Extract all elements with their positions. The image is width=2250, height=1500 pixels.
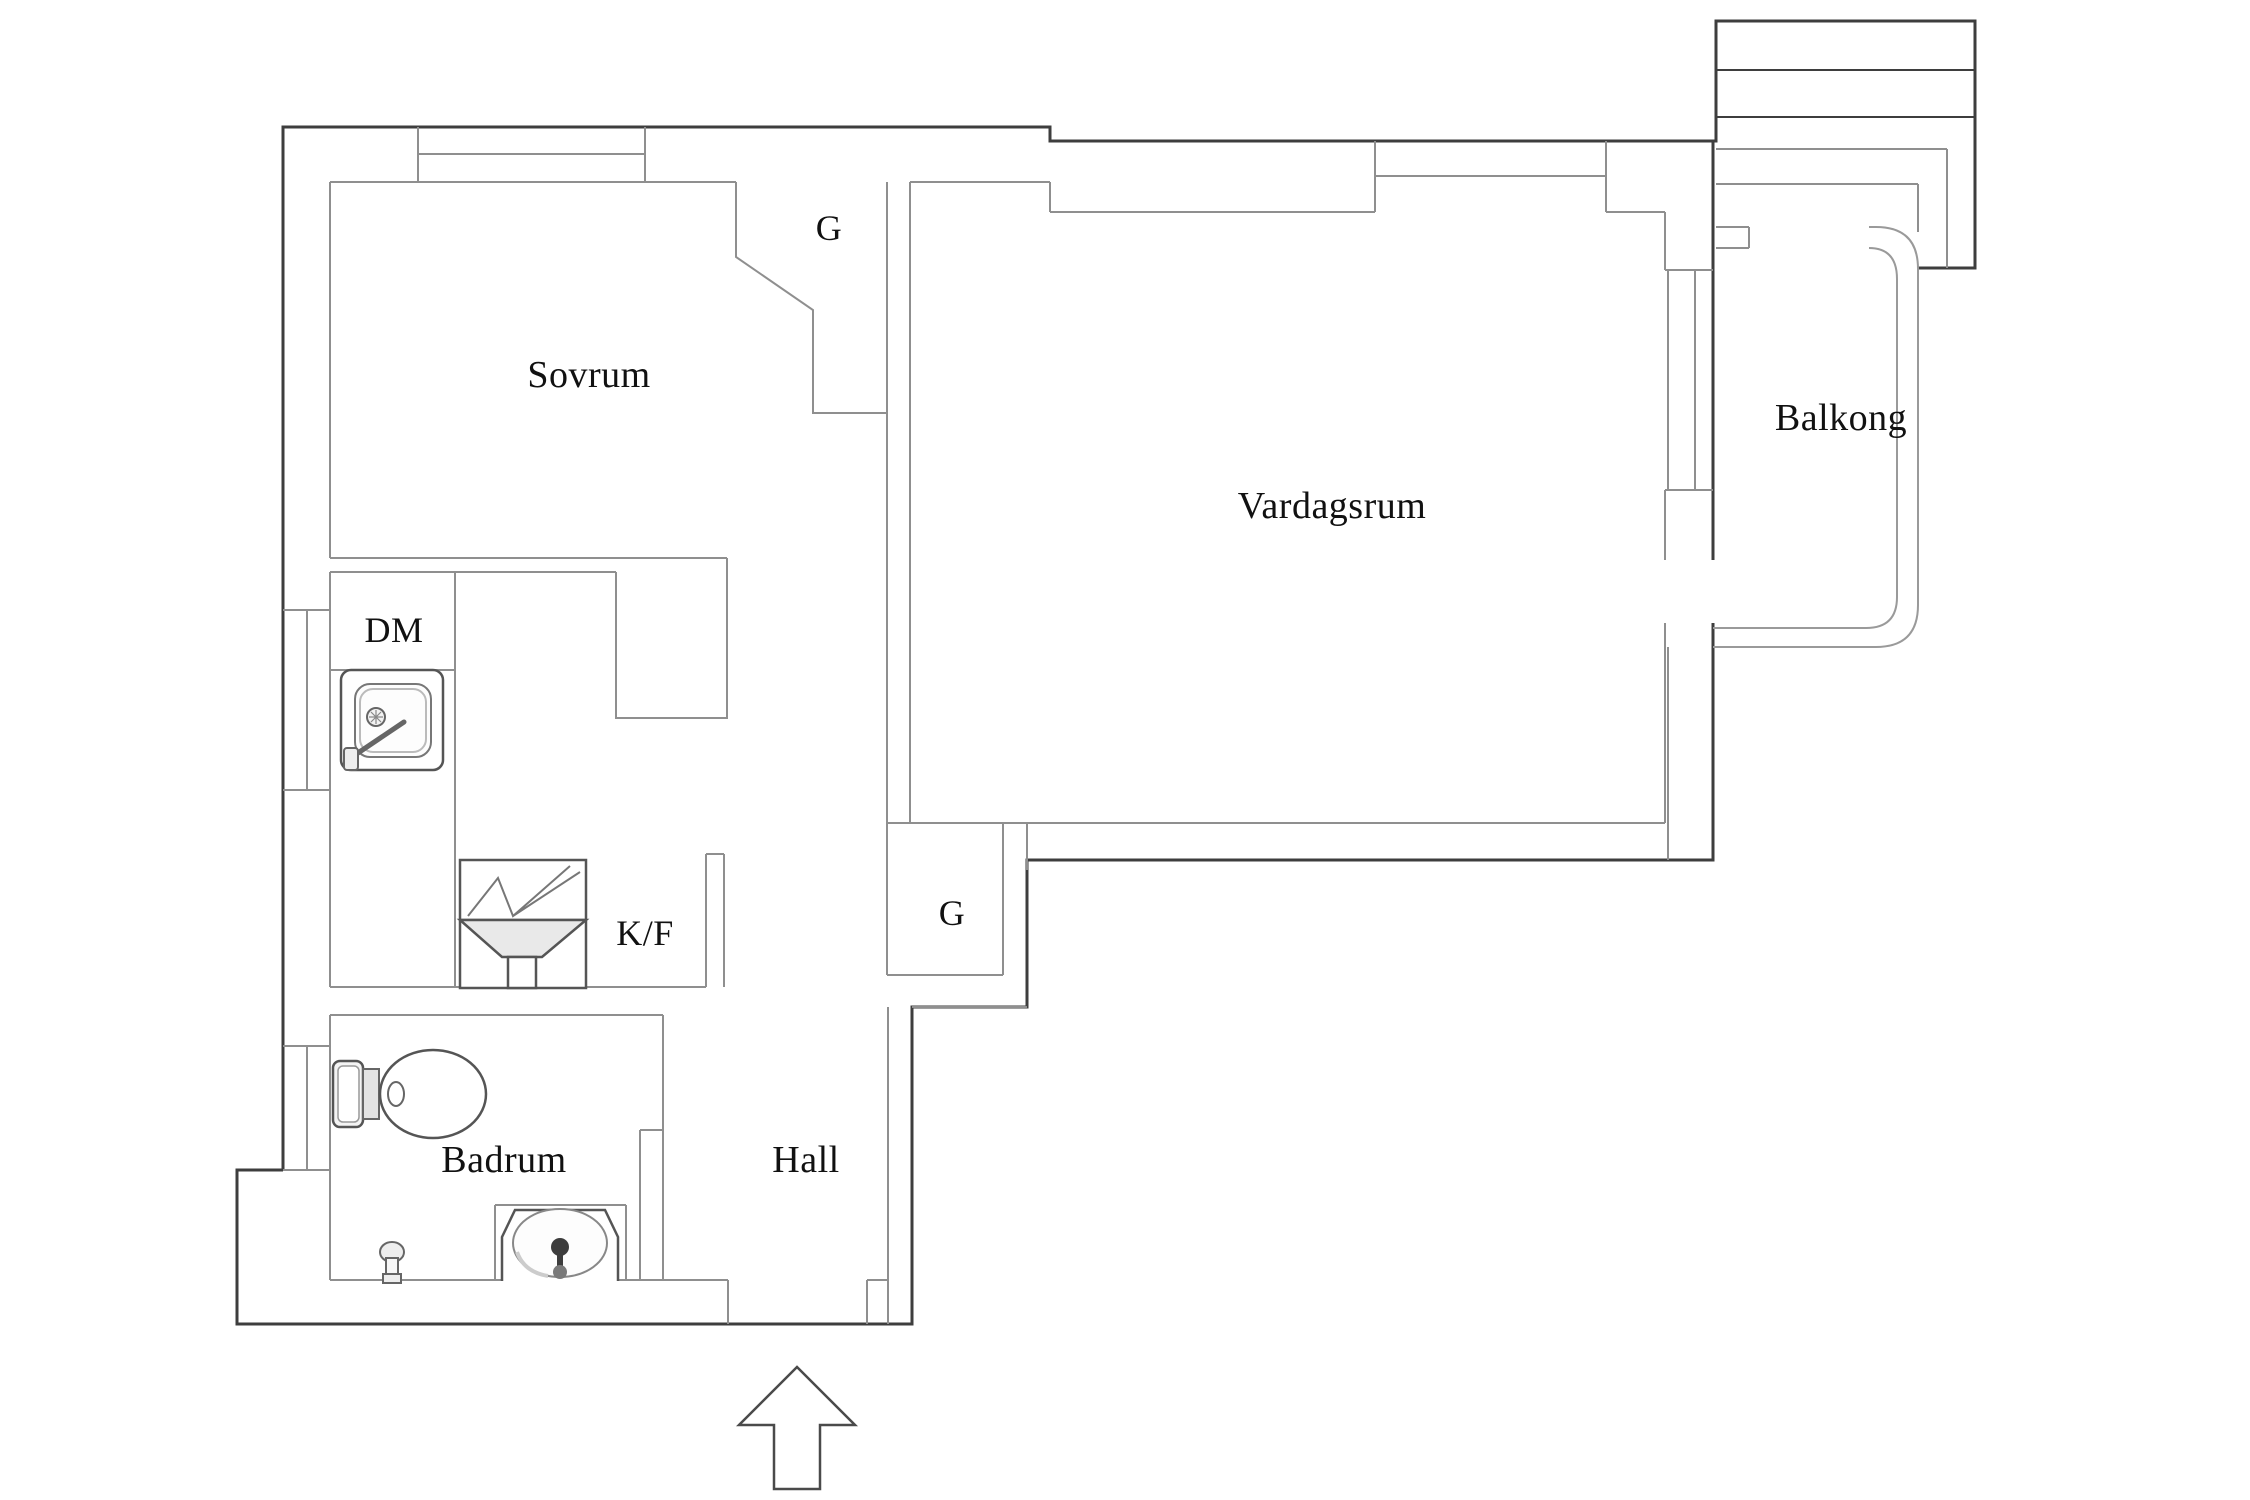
room-label-balkong: Balkong <box>1774 397 1908 439</box>
room-label-sovrum: Sovrum <box>527 354 651 396</box>
room-label-vardagsrum: Vardagsrum <box>1237 485 1427 527</box>
room-label-hall: Hall <box>772 1139 840 1181</box>
window-top-vardagsrum <box>1374 141 1607 212</box>
room-label-garderob-top: G <box>815 208 843 248</box>
room-label-badrum: Badrum <box>441 1139 567 1181</box>
room-label-kf: K/F <box>616 913 674 953</box>
stair-block <box>1716 69 1975 118</box>
outer-walls <box>235 19 1977 1326</box>
balcony-railing <box>1713 226 1919 648</box>
entrance-arrow-icon <box>735 1365 859 1491</box>
stove-fan-icon <box>456 858 590 990</box>
room-label-garderob-mid: G <box>938 893 966 933</box>
window-vardagsrum-balkong <box>1665 269 1713 491</box>
window-left-badrum <box>283 1045 330 1171</box>
floor-drain-icon <box>379 1241 405 1284</box>
washbasin-icon <box>500 1208 620 1281</box>
window-left-kitchen <box>283 609 330 791</box>
window-top-sovrum <box>417 127 646 182</box>
toilet-icon <box>331 1048 488 1140</box>
inner-walls <box>283 127 1948 1324</box>
kitchen-sink-icon <box>339 668 445 772</box>
room-label-dm: DM <box>364 610 424 650</box>
